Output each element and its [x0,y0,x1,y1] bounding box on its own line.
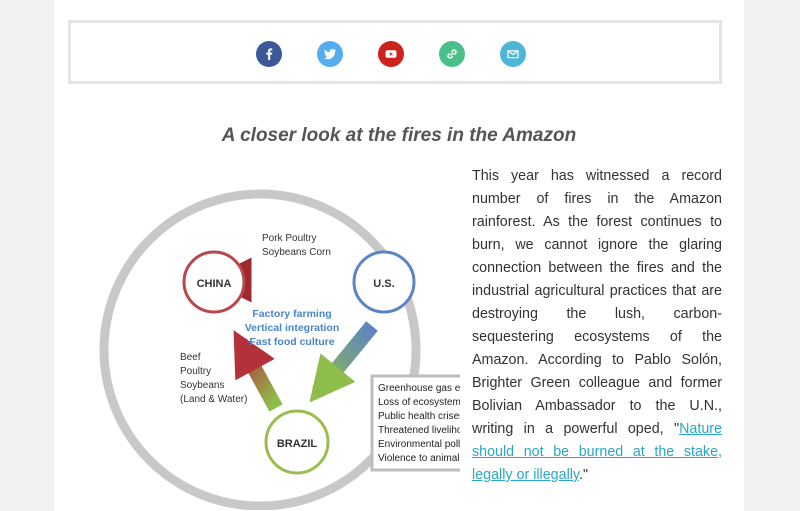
brazil-exports-line3: Soybeans [180,380,224,391]
us-china-exports-line2: Soybeans Corn [262,247,331,258]
article-body-end: ." [579,467,589,483]
email-icon[interactable] [500,41,526,67]
brazil-exports-line1: Beef [180,352,201,363]
brazil-exports-line2: Poultry [180,366,211,377]
youtube-icon[interactable] [378,41,404,67]
node-us-label: U.S. [373,278,394,290]
brazil-exports-line4: (Land & Water) [180,394,247,405]
twitter-icon[interactable] [317,41,343,67]
node-china [182,250,246,314]
article-heading: A closer look at the fires in the Amazon [221,125,577,146]
article-body-text: This year has witnessed a record number … [472,168,722,437]
social-icons [256,41,561,67]
article-body: This year has witnessed a record number … [472,165,722,487]
node-china-label: CHINA [197,278,232,290]
impact-item: Threatened livelihoods [378,425,460,436]
impacts-box [370,374,460,472]
oped-link[interactable]: Nature should not be burned at the stake… [472,421,722,483]
impact-item: Violence to animals [378,453,460,464]
arrow-brazil-to-china [233,330,283,412]
center-text-line2: Vertical integration [245,322,340,334]
node-brazil [264,409,330,475]
social-share-bar [68,20,722,84]
center-text-line1: Factory farming [252,308,331,320]
facebook-icon[interactable] [256,41,282,67]
amazon-fires-diagram: CHINA U.S. BRAZIL Pork Poultry Soybeans … [80,170,460,510]
us-china-exports-line1: Pork Poultry [262,233,316,244]
impact-item: Greenhouse gas emissions [378,383,460,394]
center-text-line3: Fast food culture [249,336,334,348]
diagram-outer-ring [99,189,421,510]
newsletter-page: A closer look at the fires in the Amazon [54,0,744,511]
node-brazil-label: BRAZIL [277,438,318,450]
link-icon[interactable] [439,41,465,67]
node-us [352,250,416,314]
arrow-us-to-brazil [309,321,378,403]
impact-item: Environmental pollution [378,439,460,450]
impact-item: Loss of ecosystems [378,397,460,408]
impact-item: Public health crises [378,411,460,422]
